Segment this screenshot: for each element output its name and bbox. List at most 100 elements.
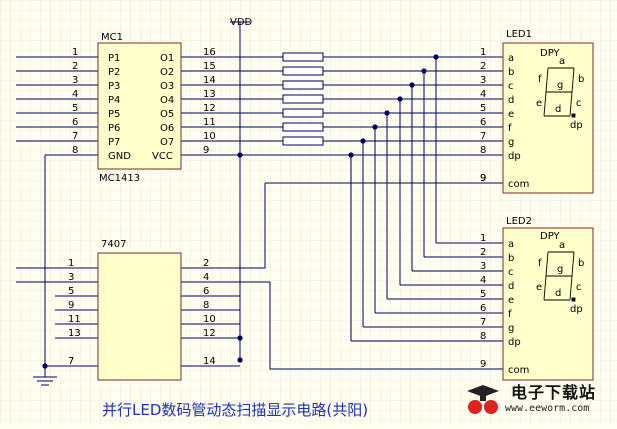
ic7407-left-pin-num: 9 [68, 300, 74, 311]
segment [545, 251, 549, 277]
junction-dot [360, 138, 366, 144]
led1-pin-num: 1 [480, 47, 486, 58]
segment-label: a [559, 56, 565, 67]
ic7407-designator: 7407 [101, 239, 126, 250]
segment-label: e [536, 98, 542, 109]
led2-type: DPY [540, 231, 561, 242]
segment-label: e [536, 282, 542, 293]
led1-pin-name: com [508, 179, 529, 190]
mc1-right-pin-name: O2 [160, 67, 174, 78]
mc1-left-pin-name: P4 [108, 95, 120, 106]
segment-label: d [555, 288, 561, 299]
led2-pin-num: 4 [480, 275, 486, 286]
led1-pin-name: b [508, 67, 514, 78]
led1-com-route [181, 183, 266, 269]
segment-label: f [538, 74, 542, 85]
ic7407-left-pin-num: 1 [68, 258, 74, 269]
ic7407-right-pin-num: 6 [203, 286, 209, 297]
led2-pin-name: d [508, 281, 514, 292]
segment [543, 275, 547, 301]
led1-pin-num: 8 [480, 145, 486, 156]
resistor-2 [282, 66, 324, 76]
junction-dot [384, 110, 390, 116]
mc1-right-pin-name: O3 [160, 81, 174, 92]
segment-label: c [576, 98, 582, 109]
ic7407-left-pin-num: 3 [68, 272, 74, 283]
mc1-left-pin-name: P2 [108, 67, 120, 78]
mc1-right-pin-num: 15 [203, 61, 216, 72]
led2-pin-num: 7 [480, 317, 486, 328]
junction-dot [348, 152, 354, 158]
resistor-4 [282, 94, 324, 104]
texts: 1P12P23P34P45P56P67P78GND16O115O214O313O… [68, 47, 584, 376]
mc1-right-pin-num: 9 [203, 145, 209, 156]
led2-pin-num: 8 [480, 331, 486, 342]
led1-designator: LED1 [506, 29, 532, 40]
led1-pin-name: d [508, 95, 514, 106]
led1-pin-name: a [508, 53, 514, 64]
mc1-right-pin-name: O6 [160, 123, 174, 134]
mc1-designator: MC1 [101, 32, 123, 43]
segment [545, 67, 549, 93]
dp-dot [571, 297, 576, 302]
segment-label: a [559, 240, 565, 251]
segment-label: dp [570, 304, 583, 315]
segment-label: g [557, 80, 563, 91]
mc1-right-pin-num: 10 [203, 131, 216, 142]
led2-pin-name: c [508, 267, 514, 278]
segment-label: dp [570, 120, 583, 131]
segment [571, 67, 575, 93]
segment-label: b [578, 258, 584, 269]
mc1-left-pin-num: 5 [72, 103, 78, 114]
mc1-right-pin-num: 11 [203, 117, 216, 128]
led2-pin-name: e [508, 295, 514, 306]
ic7407-left-pin-num: 11 [68, 314, 81, 325]
watermark-logo [467, 385, 499, 414]
segment-label: d [555, 104, 561, 115]
resistor-6 [282, 122, 324, 132]
mc1-left-pin-num: 1 [72, 47, 78, 58]
led2-pin-num: 9 [480, 359, 486, 370]
junction-dot [372, 124, 378, 130]
junction-dot [237, 335, 243, 341]
segment-label: f [538, 258, 542, 269]
led2-pin-name: f [508, 309, 512, 320]
junctions [42, 54, 439, 369]
ic7407-right-pin-num: 14 [203, 356, 216, 367]
led2-pin-name: g [508, 323, 514, 334]
mc1-left-pin-num: 8 [72, 145, 78, 156]
segment [571, 251, 575, 277]
led2-pin-name: com [508, 365, 529, 376]
led1-pin-name: g [508, 137, 514, 148]
ic7407-right-pin-num: 2 [203, 258, 209, 269]
segment-label: g [557, 264, 563, 275]
led2-designator: LED2 [506, 216, 532, 227]
mc1-right-pin-name: O5 [160, 109, 174, 120]
wires [16, 21, 503, 386]
segment [543, 91, 547, 117]
led2-pin-num: 3 [480, 261, 486, 272]
mc1-left-pin-name: P7 [108, 137, 120, 148]
led1-pin-name: c [508, 81, 514, 92]
led1-pin-num: 7 [480, 131, 486, 142]
ic7407-left-pin-num: 7 [68, 356, 74, 367]
mc1-right-pin-name: VCC [152, 151, 173, 162]
mc1-left-pin-name: P6 [108, 123, 120, 134]
resistor-5 [282, 108, 324, 118]
mc1-right-pin-name: O4 [160, 95, 174, 106]
mc1-left-pin-num: 6 [72, 117, 78, 128]
led2-pin-num: 2 [480, 247, 486, 258]
ic7407-left-pin-num: 13 [68, 328, 81, 339]
ic7407-right-pin-num: 8 [203, 300, 209, 311]
segment [569, 91, 573, 117]
junction-dot [421, 68, 427, 74]
led1-package [502, 42, 594, 194]
ic7407-chip [97, 252, 182, 381]
led2-7seg-glyph [543, 251, 576, 302]
led1-pin-num: 2 [480, 61, 486, 72]
junction-dot [42, 363, 48, 369]
segment-label: c [576, 282, 582, 293]
led2-com-route [181, 281, 503, 370]
led1-pin-num: 4 [480, 89, 486, 100]
